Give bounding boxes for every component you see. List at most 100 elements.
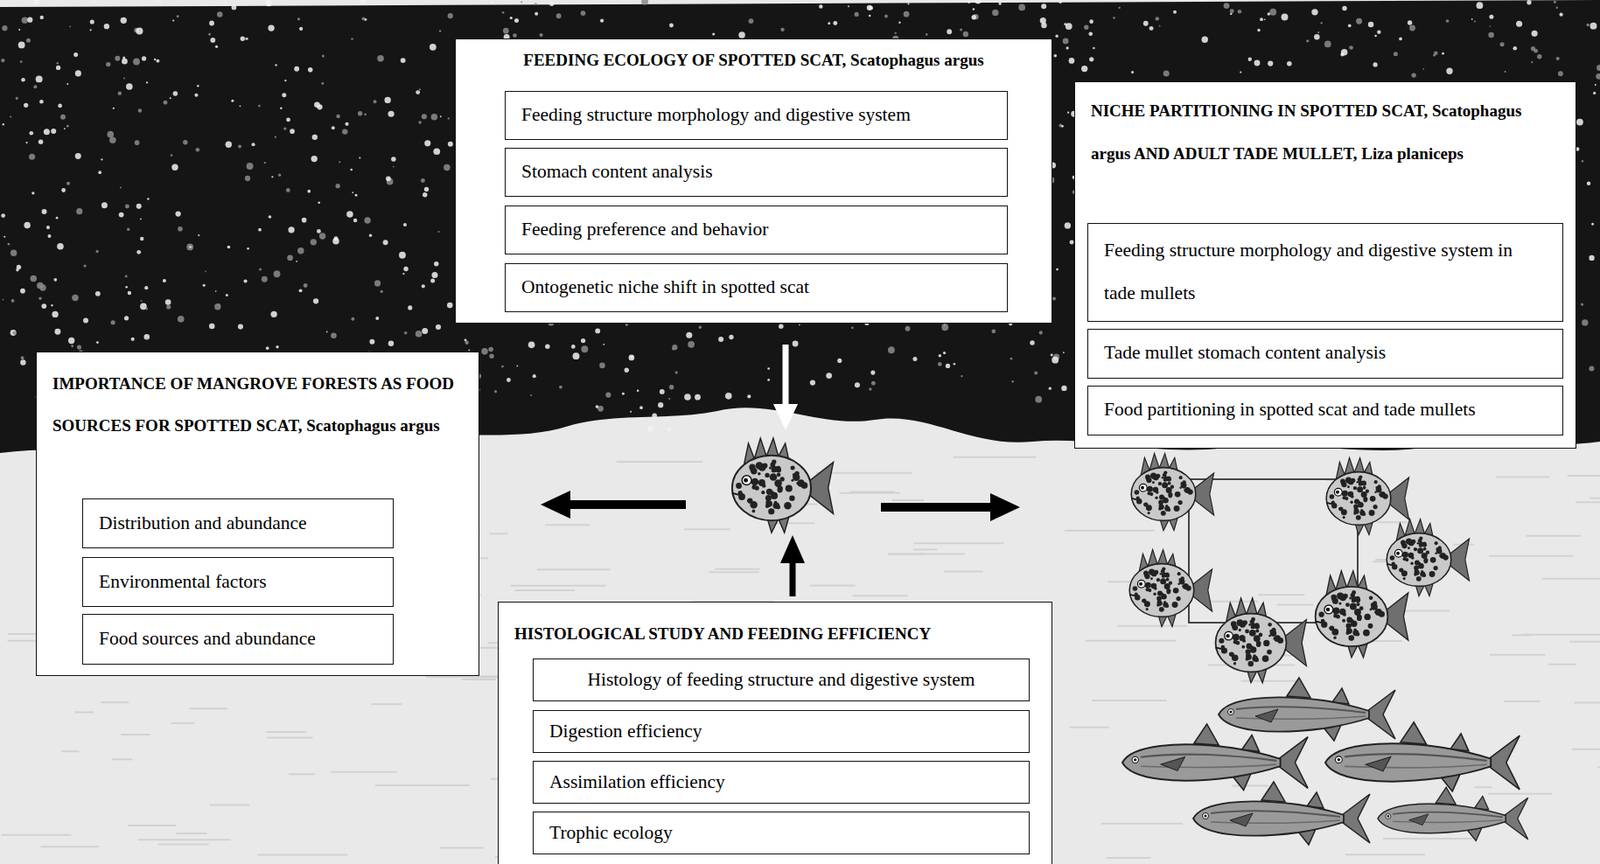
topic-label: Histology of feeding structure and diges… xyxy=(586,668,975,693)
water-ripple xyxy=(1240,680,1296,683)
foliage-speck xyxy=(23,222,30,229)
foliage-speck xyxy=(1143,20,1149,27)
foliage-speck xyxy=(580,345,588,353)
foliage-speck xyxy=(170,153,174,157)
foliage-speck xyxy=(63,127,66,130)
foliage-speck xyxy=(95,250,98,253)
foliage-speck xyxy=(1313,34,1320,40)
foliage-speck xyxy=(605,391,611,398)
foliage-speck xyxy=(125,83,133,91)
foliage-speck xyxy=(625,323,629,327)
foliage-speck xyxy=(1556,56,1560,61)
foliage-speck xyxy=(503,27,510,35)
foliage-speck xyxy=(70,344,74,348)
water-ripple xyxy=(176,832,208,835)
foliage-speck xyxy=(310,238,317,245)
foliage-speck xyxy=(778,323,784,329)
foliage-speck xyxy=(1159,25,1161,28)
foliage-speck xyxy=(943,323,947,328)
foliage-speck xyxy=(20,77,26,83)
foliage-speck xyxy=(208,33,211,36)
foliage-speck xyxy=(265,346,270,350)
foliage-speck xyxy=(121,58,128,65)
topic-box: Feeding preference and behavior xyxy=(504,205,1008,255)
foliage-speck xyxy=(510,16,513,20)
foliage-speck xyxy=(104,23,110,29)
foliage-speck xyxy=(1341,48,1349,56)
foliage-speck xyxy=(303,283,308,288)
foliage-speck xyxy=(90,28,92,31)
foliage-speck xyxy=(403,266,408,272)
section-box: FEEDING ECOLOGY OF SPOTTED SCAT, Scatoph… xyxy=(454,38,1053,324)
foliage-speck xyxy=(1,25,7,31)
foliage-speck xyxy=(357,111,363,116)
water-ripple xyxy=(1589,497,1600,500)
foliage-speck xyxy=(227,245,231,250)
foliage-speck xyxy=(1267,12,1271,15)
foliage-speck xyxy=(905,326,911,332)
foliage-speck xyxy=(373,99,378,104)
mangrove-forest xyxy=(0,0,1600,454)
foliage-speck xyxy=(767,367,770,371)
foliage-speck xyxy=(106,131,114,139)
foliage-speck xyxy=(33,0,41,5)
foliage-speck xyxy=(270,311,277,318)
foliage-speck xyxy=(41,303,47,309)
foliage-speck xyxy=(668,398,671,400)
water-ripple xyxy=(708,571,759,573)
foliage-speck xyxy=(243,279,247,283)
foliage-speck xyxy=(215,45,218,49)
water-ripple xyxy=(40,845,99,848)
foliage-speck xyxy=(261,276,268,283)
foliage-speck xyxy=(400,57,406,63)
foliage-speck xyxy=(512,33,518,38)
foliage-speck xyxy=(15,268,19,272)
foliage-speck xyxy=(1580,302,1584,306)
foliage-speck xyxy=(489,354,494,359)
foliage-speck xyxy=(132,58,140,66)
foliage-speck xyxy=(50,128,56,134)
topic-box: Digestion efficiency xyxy=(532,710,1030,754)
foliage-speck xyxy=(69,25,71,28)
foliage-speck xyxy=(1588,255,1594,261)
foliage-speck xyxy=(1259,17,1264,21)
foliage-speck xyxy=(326,331,329,334)
foliage-speck xyxy=(186,244,194,252)
arrow-head xyxy=(540,490,571,519)
foliage-speck xyxy=(33,84,37,89)
foliage-speck xyxy=(271,175,273,178)
water-ripple xyxy=(1091,699,1167,702)
water-ripple xyxy=(1488,555,1574,558)
foliage-speck xyxy=(319,232,326,239)
foliage-speck xyxy=(818,4,823,8)
foliage-speck xyxy=(1155,16,1160,21)
foliage-speck xyxy=(439,29,442,33)
foliage-speck xyxy=(286,188,291,193)
foliage-speck xyxy=(520,0,523,3)
foliage-speck xyxy=(1595,73,1600,80)
foliage-speck xyxy=(144,334,150,340)
foliage-speck xyxy=(1201,36,1209,43)
foliage-speck xyxy=(667,427,671,432)
water-ripple xyxy=(74,711,94,713)
foliage-speck xyxy=(1089,56,1094,62)
water-ripple xyxy=(1117,625,1188,628)
water-ripple xyxy=(616,461,703,463)
foliage-speck xyxy=(120,17,127,24)
topic-box: Assimilation efficiency xyxy=(532,761,1030,804)
foliage-speck xyxy=(159,0,162,3)
foliage-speck xyxy=(188,245,192,249)
foliage-speck xyxy=(868,387,872,391)
foliage-speck xyxy=(1596,64,1600,71)
foliage-speck xyxy=(377,55,385,63)
foliage-speck xyxy=(66,83,69,85)
foliage-speck xyxy=(301,217,308,224)
foliage-speck xyxy=(580,10,587,16)
foliage-speck xyxy=(628,355,636,362)
foliage-speck xyxy=(124,315,129,321)
foliage-speck xyxy=(311,155,318,162)
water-ripple xyxy=(852,594,909,597)
foliage-speck xyxy=(351,191,354,194)
